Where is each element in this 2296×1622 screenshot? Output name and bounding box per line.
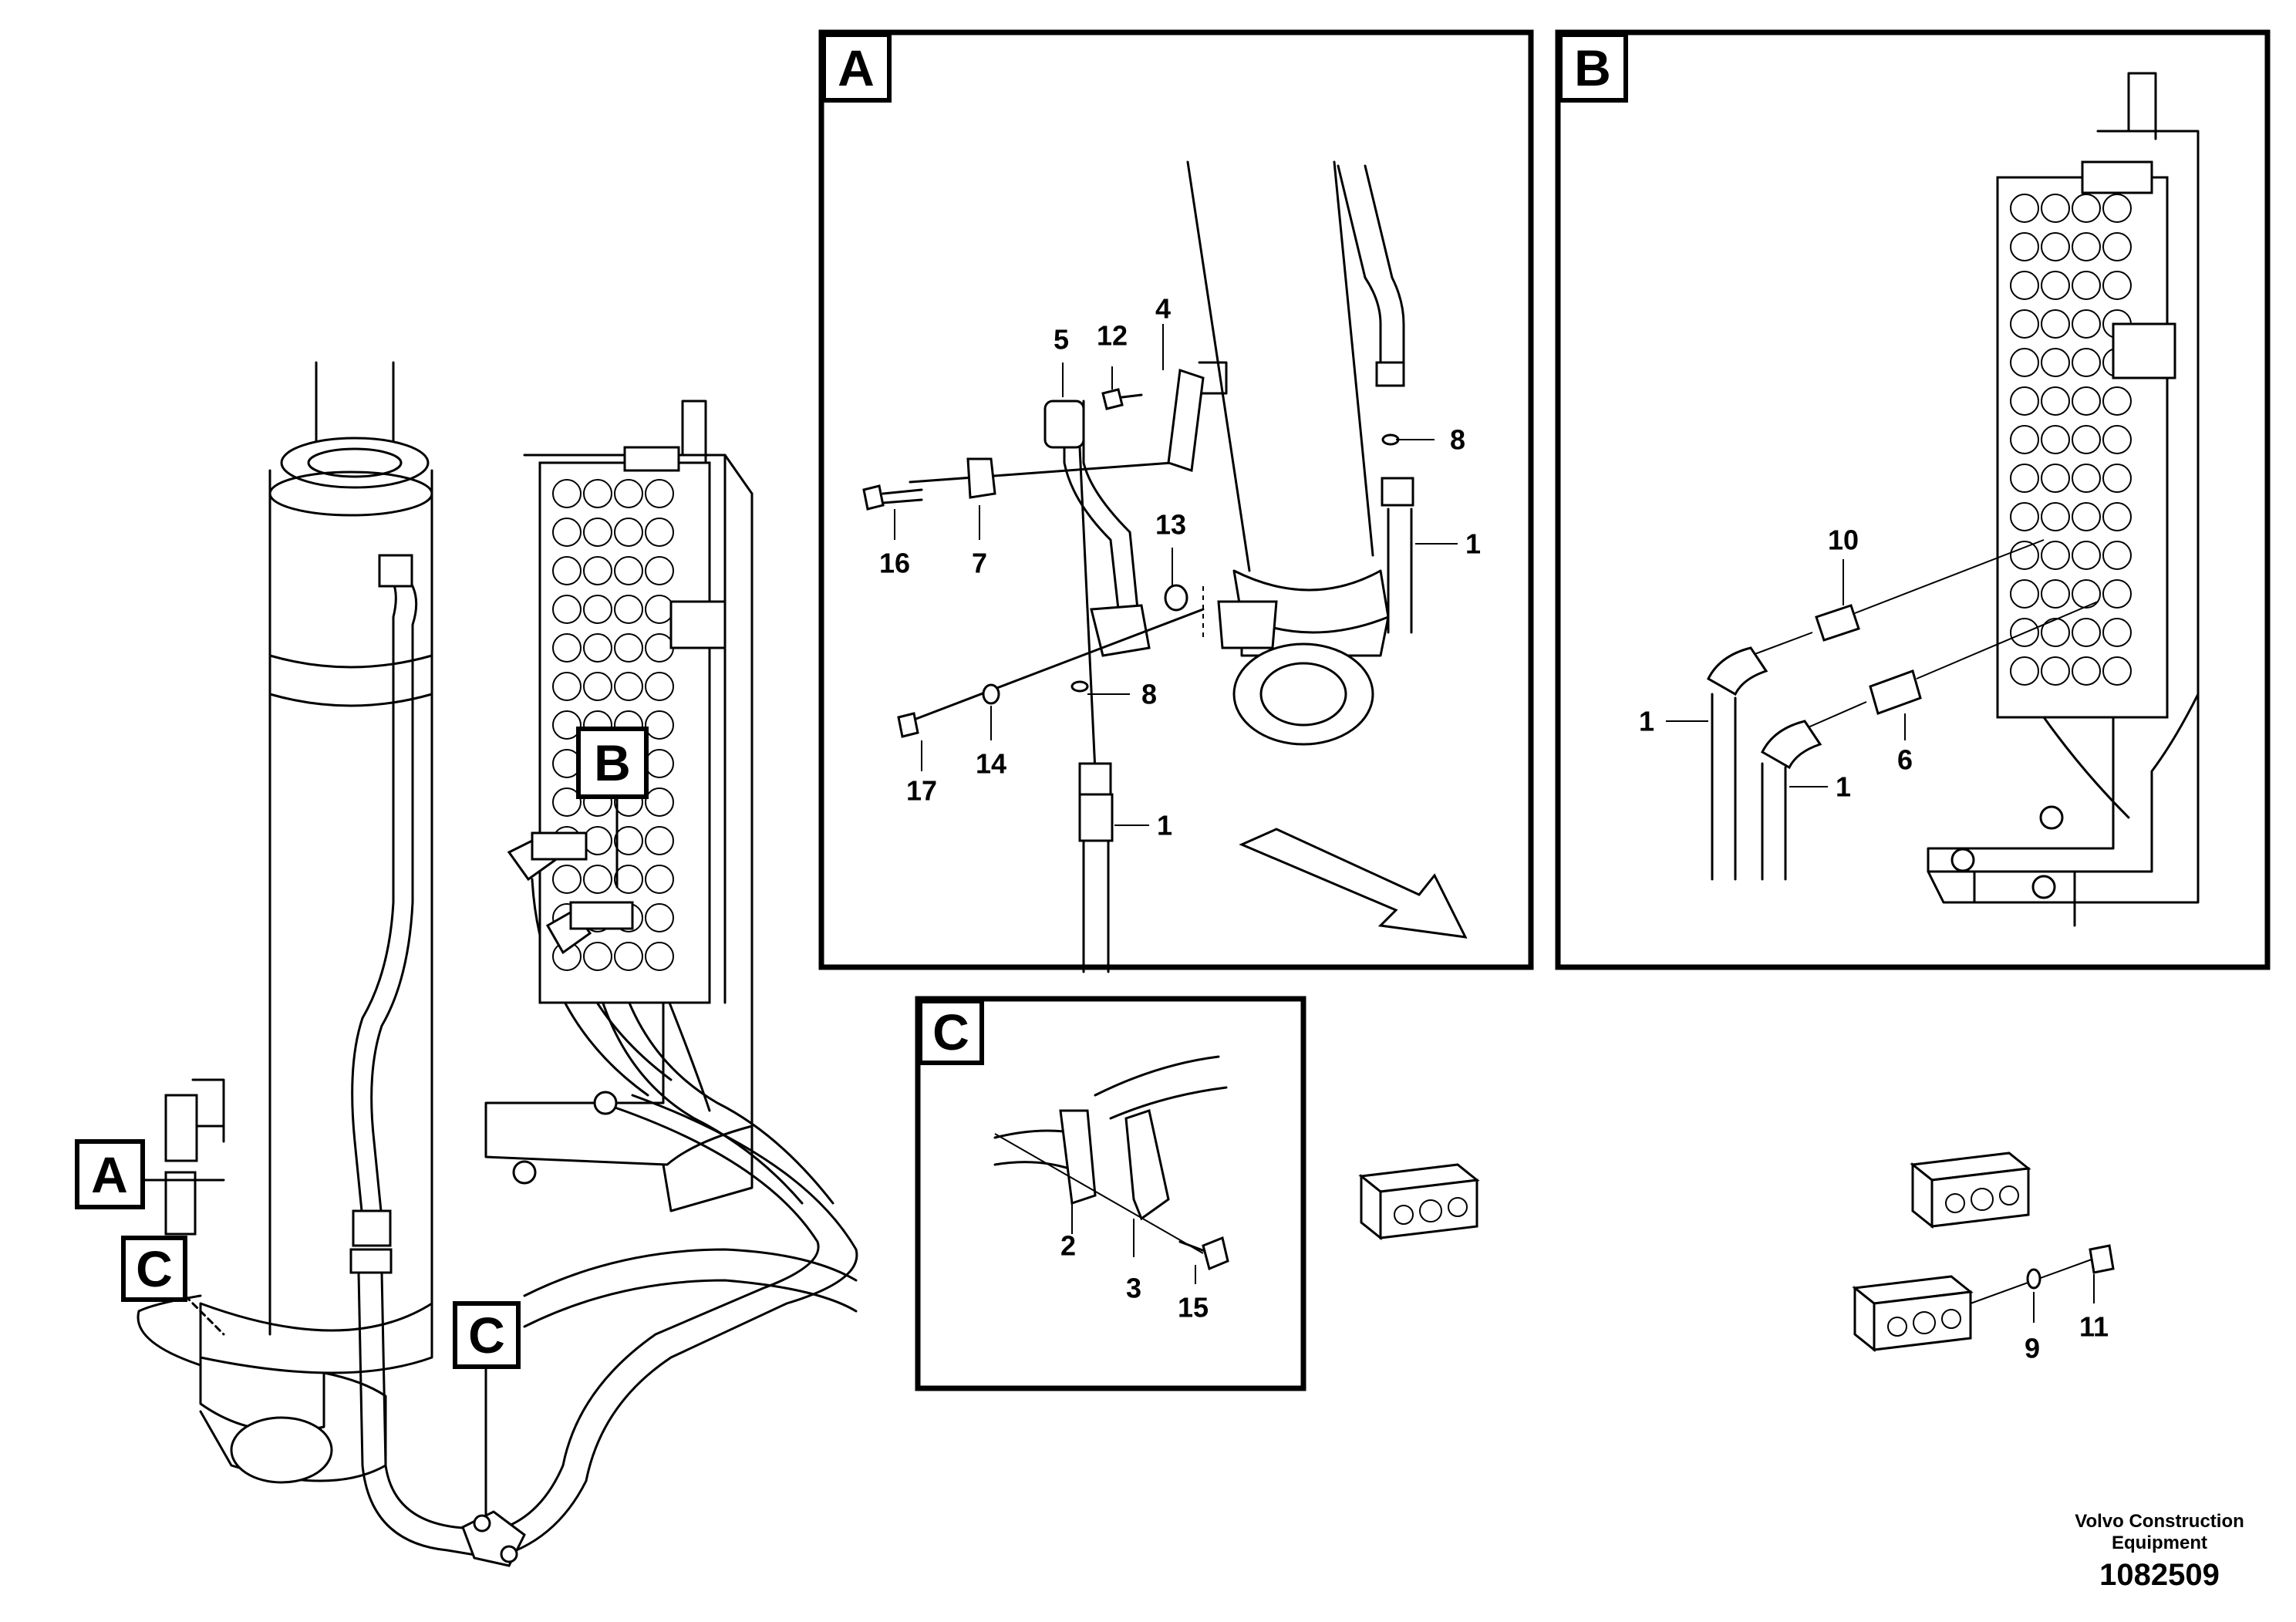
part-number: 14 [976, 748, 1006, 780]
direction-arrow [1239, 828, 1468, 939]
part-number: 1 [1465, 528, 1481, 560]
part-number: 8 [1450, 424, 1465, 456]
part-number: 17 [906, 775, 937, 807]
part-number: 1 [1639, 706, 1654, 737]
svg-text:B: B [1574, 39, 1611, 96]
overview-tag-c-left: C [121, 1236, 187, 1302]
hydraulic-tube [351, 569, 418, 1220]
hydraulic-cylinder [164, 361, 433, 1484]
svg-text:A: A [91, 1146, 128, 1203]
hydraulic-hose-1 [357, 1094, 858, 1560]
part-number: 7 [972, 548, 987, 579]
part-number: 11 [2079, 1311, 2109, 1343]
valve-block-2 [1910, 1152, 2031, 1229]
part-number: 8 [1141, 679, 1157, 710]
part-number: 4 [1155, 293, 1171, 325]
part-number: 5 [1054, 324, 1069, 356]
svg-text:A: A [838, 39, 875, 96]
part-number: 13 [1155, 509, 1186, 541]
svg-text:B: B [594, 734, 631, 791]
svg-text:C: C [932, 1003, 969, 1061]
svg-text:Volvo Construction: Volvo Construction [2075, 1511, 2244, 1532]
part-number: 6 [1897, 744, 1913, 776]
control-valve-bank [484, 400, 754, 1212]
overview-tag-c-clamp: C [453, 1301, 521, 1369]
overview-tag-b: B [576, 727, 649, 799]
part-number: 16 [879, 548, 910, 579]
hose-fittings [507, 831, 634, 955]
overview-tag-a: A [75, 1139, 145, 1209]
part-number: 1 [1157, 810, 1172, 841]
valve-block-3 [1852, 1275, 1974, 1353]
hose-clamp [461, 1510, 526, 1567]
valve-block-1 [1358, 1163, 1480, 1241]
hydraulic-hose-2 [380, 1101, 820, 1533]
detail-panel-a: A [818, 29, 1534, 973]
footer-brand: Volvo Construction Equipment 1082509 [2075, 1511, 2244, 1592]
part-number: 9 [2025, 1333, 2040, 1364]
svg-text:C: C [136, 1240, 173, 1297]
overview-drawing [137, 361, 858, 1567]
drawing-number: 1082509 [2099, 1558, 2220, 1592]
detail-panel-c: C 2 3 15 [915, 996, 1306, 1391]
svg-text:C: C [468, 1307, 505, 1364]
part-number: 10 [1828, 524, 1859, 556]
part-number: 2 [1060, 1230, 1076, 1262]
part-number: 3 [1126, 1273, 1141, 1304]
part-number: 15 [1178, 1292, 1209, 1324]
svg-text:Equipment: Equipment [2112, 1533, 2207, 1553]
detail-panel-b: B [1555, 29, 2271, 970]
part-number: 12 [1097, 320, 1128, 352]
part-number: 1 [1836, 771, 1851, 803]
